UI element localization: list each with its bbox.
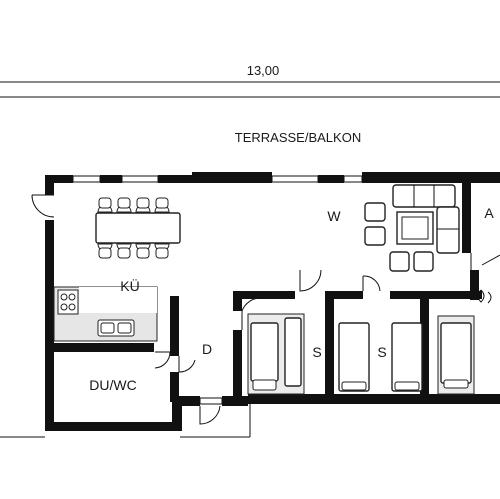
interior-walls [54, 183, 482, 402]
room-label-bedroom-1: S [312, 344, 321, 360]
doors [31, 194, 500, 425]
dining-table [95, 197, 181, 259]
dimension-line [0, 81, 500, 98]
room-label-bedroom-2: S [377, 344, 386, 360]
room-label-living: W [327, 208, 341, 224]
room-label-kitchen: KÜ [120, 277, 139, 294]
room-label-hall: D [202, 341, 212, 357]
dimension-label: 13,00 [247, 63, 280, 78]
room-label-annex: A [484, 205, 494, 221]
kitchen-counter [53, 286, 158, 342]
exterior-walls [0, 172, 500, 438]
room-label-bath: DU/WC [89, 377, 136, 393]
sofa [364, 184, 460, 272]
terrace-label: TERRASSE/BALKON [235, 130, 361, 145]
beds [247, 313, 475, 395]
